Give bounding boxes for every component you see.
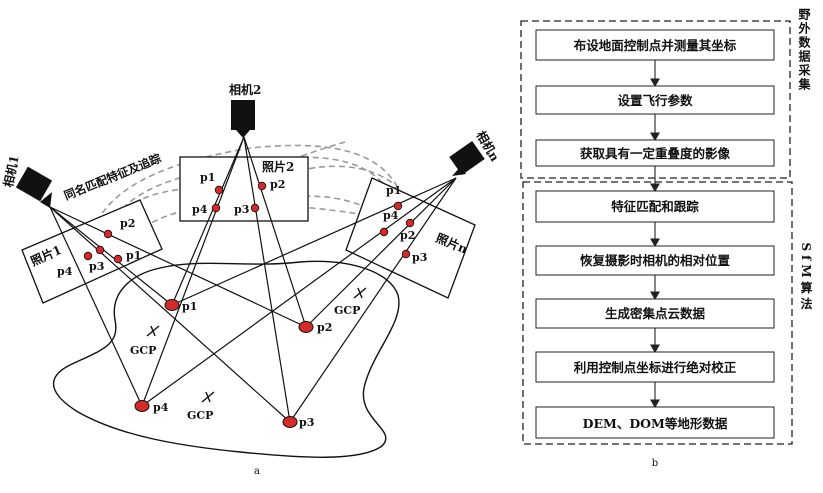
camera-rays [49,136,457,423]
flow-step-8: DEM、DOM等地形数据 [535,406,775,439]
flow-step-4: 特征匹配和跟踪 [535,190,775,223]
camera-1-label: 相机1 [0,154,21,189]
flow-step-7-text: 利用控制点坐标进行绝对校正 [574,360,737,375]
group-field-data-collection [520,20,791,179]
ground-point-p3 [282,416,298,428]
flow-step-1-text: 布设地面控制点并测量其坐标 [574,38,737,53]
ground-point-p2 [298,321,314,333]
photo-n-label-p2: p2 [400,229,415,242]
flow-connectors [650,60,660,409]
photo-1-point-p3 [95,245,105,255]
photo-1-point-p4 [83,251,93,261]
flow-step-3: 获取具有一定重叠度的影像 [535,139,775,167]
camera-2 [231,100,255,138]
flow-step-8-text: DEM、DOM等地形数据 [583,416,728,431]
matching-label: 同名匹配特征及追踪 [62,151,164,203]
ground-label-p2: p2 [317,321,332,334]
photo-n-points [379,201,415,259]
photo-2-label-p3: p3 [234,203,249,216]
photo-2-label: 照片2 [262,159,294,174]
flow-step-2: 设置飞行参数 [535,85,775,115]
group-sfm-algorithm [522,181,793,445]
photo-2-point-p2 [257,181,267,191]
flow-step-4-text: 特征匹配和跟踪 [611,199,699,214]
flow-step-3-text: 获取具有一定重叠度的影像 [580,146,731,161]
photo-1-points [83,229,123,264]
photo-2-label-p1: p1 [200,171,215,184]
photo-n-point-p1 [393,201,403,211]
photo-2-point-p4 [211,203,221,213]
camera-1 [15,166,53,208]
flow-step-5-text: 恢复摄影时相机的相对位置 [580,253,731,268]
panel-b-caption: b [652,458,658,469]
photo-n-label-p3: p3 [412,251,427,264]
flow-step-1: 布设地面控制点并测量其坐标 [535,29,775,61]
group-sfm-algorithm-label: SfM算法 [799,242,813,313]
ground-points [134,299,314,428]
flow-step-5: 恢复摄影时相机的相对位置 [535,245,775,276]
photo-n-point-p3 [401,249,411,259]
gcp-label-3: GCP [187,409,213,422]
camera-2-label: 相机2 [229,82,261,97]
ground-label-p1: p1 [182,300,197,313]
photo-n-point-p2 [405,218,415,228]
photo-2-label-p2: p2 [270,178,285,191]
photo-1-point-p1 [113,254,123,264]
flow-step-6-text: 生成密集点云数据 [605,306,706,321]
flow-step-6: 生成密集点云数据 [535,298,775,329]
photo-n-label-p1: p1 [386,184,401,197]
gcp-markers [146,287,367,403]
photo-n-label-p4: p4 [383,209,399,222]
panel-a-caption: a [254,466,260,477]
photo-1 [21,199,163,304]
group-field-data-collection-label: 野外数据采集 [797,8,811,92]
photo-2-point-p1 [214,185,224,195]
flow-step-2-text: 设置飞行参数 [617,93,693,108]
ground-point-p4 [134,400,150,412]
photo-2-point-p3 [250,203,260,213]
camera-n [449,140,485,176]
photo-2-points [211,181,267,213]
ground-area-outline [52,260,400,458]
photo-2 [179,156,309,222]
photo-2-label-p4: p4 [192,203,208,216]
ground-label-p3: p3 [299,416,314,429]
ground-label-p4: p4 [153,401,169,414]
ground-point-p1 [164,299,180,311]
photo-1-label-p3: p3 [89,260,104,273]
flow-step-7: 利用控制点坐标进行绝对校正 [535,351,775,383]
photo-1-label-p1: p1 [126,249,141,262]
photo-1-point-p2 [103,229,113,239]
photo-n-point-p4 [379,227,389,237]
panel-a: 相机1 相机2 相机n 同名匹配特征及追踪 照片1 照片2 照片n p2 p4 … [0,82,503,477]
gcp-label-1: GCP [334,304,360,317]
gcp-label-2: GCP [130,344,156,357]
photo-n [345,177,476,299]
panel-b: 布设地面控制点并测量其坐标 设置飞行参数 获取具有一定重叠度的影像 特征匹配和跟… [520,8,813,469]
photo-1-label-p2: p2 [120,217,135,230]
photo-1-label-p4: p4 [57,265,73,278]
